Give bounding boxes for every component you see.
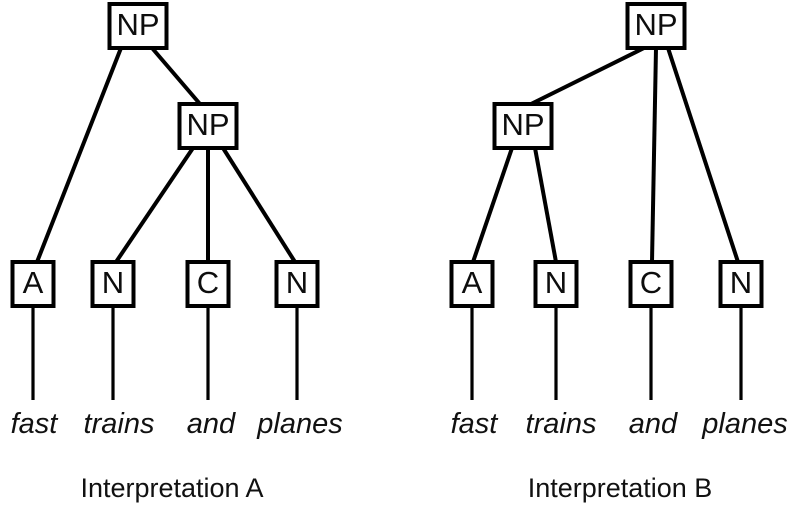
node-label-np2: NP	[186, 107, 229, 142]
node-box-n2	[274, 260, 320, 308]
word-label-trains: trains	[526, 408, 597, 440]
node-label-c: C	[197, 265, 219, 300]
tree-edge-root-to-np2	[150, 46, 202, 106]
tree-edge-np2-to-n1	[533, 147, 558, 263]
node-box-n1	[533, 260, 579, 308]
caption-tree-a: Interpretation A	[80, 473, 263, 503]
node-box-np2	[492, 102, 554, 150]
node-a-a[interactable]: A	[10, 260, 56, 308]
node-root-np[interactable]: NP	[107, 2, 169, 50]
node-box-c	[628, 260, 674, 308]
node-label-root: NP	[116, 7, 159, 42]
tree-edge-np2-to-n1	[114, 146, 195, 264]
node-n2-n[interactable]: N	[274, 260, 320, 308]
node-label-a: A	[23, 265, 44, 300]
node-box-n2	[718, 260, 764, 308]
node-box-root	[107, 2, 169, 50]
tree-edge-root-to-a	[35, 47, 123, 263]
node-box-n1	[90, 260, 136, 308]
tree-edge-root-to-c	[650, 47, 658, 263]
word-label-and: and	[629, 408, 678, 440]
tree-edge-np2-to-a	[471, 147, 514, 263]
node-label-n2: N	[286, 265, 308, 300]
node-label-root: NP	[634, 7, 677, 42]
tree-edge-root-to-n2	[666, 47, 740, 263]
word-label-fast: fast	[451, 408, 500, 440]
node-n1-n[interactable]: N	[90, 260, 136, 308]
word-label-and: and	[187, 408, 236, 440]
node-label-n1: N	[102, 265, 124, 300]
caption-tree-b: Interpretation B	[528, 473, 713, 503]
node-c-c[interactable]: C	[628, 260, 674, 308]
node-c-c[interactable]: C	[185, 260, 231, 308]
node-np2-np[interactable]: NP	[492, 102, 554, 150]
word-label-planes: planes	[701, 408, 787, 440]
word-label-planes: planes	[256, 408, 342, 440]
node-box-a	[449, 260, 495, 308]
node-label-n2: N	[730, 265, 752, 300]
word-label-trains: trains	[84, 408, 155, 440]
node-a-a[interactable]: A	[449, 260, 495, 308]
node-root-np[interactable]: NP	[625, 2, 687, 50]
node-n1-n[interactable]: N	[533, 260, 579, 308]
tree-edge-root-to-np2	[530, 46, 645, 106]
node-label-c: C	[640, 265, 662, 300]
node-label-np2: NP	[501, 107, 544, 142]
tree-edge-np2-to-n2	[221, 146, 297, 264]
node-box-root	[625, 2, 687, 50]
node-box-np2	[177, 102, 239, 150]
node-np2-np[interactable]: NP	[177, 102, 239, 150]
node-n2-n[interactable]: N	[718, 260, 764, 308]
node-label-n1: N	[545, 265, 567, 300]
word-label-fast: fast	[11, 408, 60, 440]
node-box-c	[185, 260, 231, 308]
node-label-a: A	[462, 265, 483, 300]
node-box-a	[10, 260, 56, 308]
